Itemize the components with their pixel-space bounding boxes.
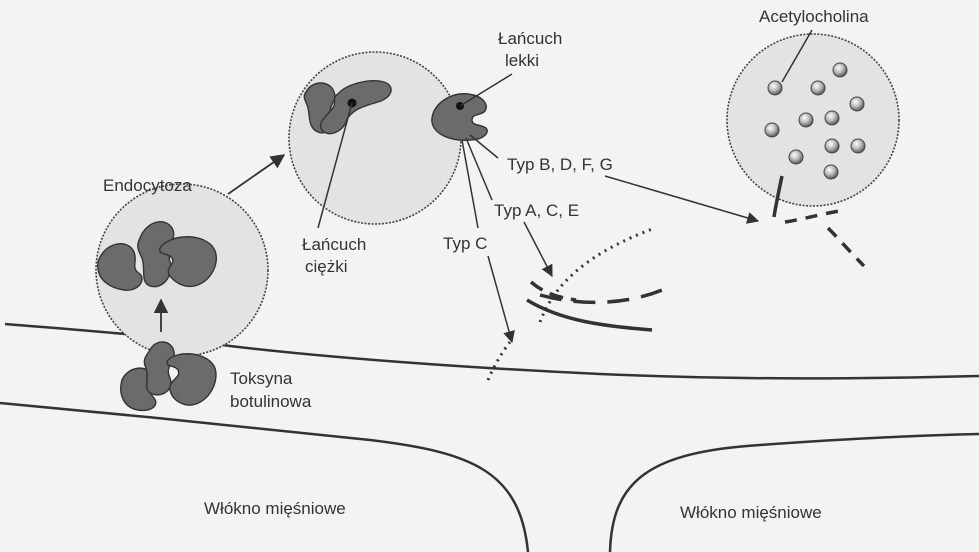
heavy-chain-label-line1: Łańcuch [302, 235, 366, 254]
fan-line-type-c [462, 140, 478, 228]
light-chain-leader [460, 74, 512, 106]
snare-dotted-strand [540, 228, 655, 322]
vesicle-snare-dashed-1 [785, 210, 845, 222]
toxin-label-line2: botulinowa [230, 392, 312, 411]
arrow-type-c [488, 256, 512, 342]
light-chain-label-line1: Łańcuch [498, 29, 562, 48]
chain-separation-vesicle [289, 52, 461, 224]
muscle-fiber-label-left: Włókno mięśniowe [204, 499, 346, 518]
type-bdfg-label: Typ B, D, F, G [507, 155, 613, 174]
fan-line-type-bdfg [470, 135, 498, 158]
muscle-fiber-outline [0, 403, 528, 552]
type-c-label: Typ C [443, 234, 487, 253]
toxin-label-line1: Toksyna [230, 369, 293, 388]
arrow-type-bdfg [605, 176, 758, 221]
endocytosis-arrow [228, 155, 284, 194]
light-chain-label-line2: lekki [505, 51, 539, 70]
heavy-chain-label-line2: ciężki [305, 257, 348, 276]
endocytosis-label: Endocytoza [103, 176, 192, 195]
snare-solid-strand [527, 300, 652, 330]
cleaved-membrane-fragment [488, 342, 510, 380]
acetylcholine-label: Acetylocholina [759, 7, 869, 26]
muscle-fiber-label-right: Włókno mięśniowe [680, 503, 822, 522]
fan-line-type-ace [466, 138, 492, 200]
vesicle-snare-dashed-2 [828, 228, 864, 266]
muscle-fiber-outline-right [610, 434, 979, 552]
arrow-type-ace [524, 222, 552, 276]
type-ace-label: Typ A, C, E [494, 201, 579, 220]
